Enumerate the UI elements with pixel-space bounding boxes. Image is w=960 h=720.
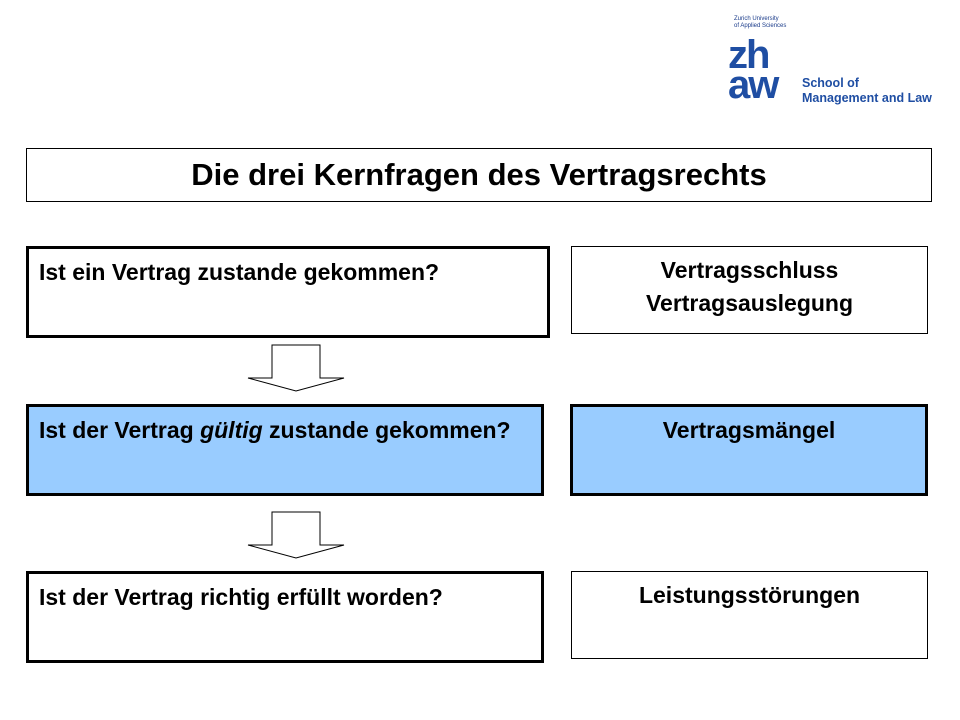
question-1-text: Ist ein Vertrag zustande gekommen? bbox=[39, 259, 440, 285]
question-2-text-start: Ist der Vertrag bbox=[39, 417, 201, 443]
answer-box-3: Leistungsstörungen bbox=[571, 571, 928, 659]
question-3-text: Ist der Vertrag richtig erfüllt worden? bbox=[39, 584, 443, 610]
logo-mark-bottom: aw bbox=[728, 63, 779, 107]
question-box-3: Ist der Vertrag richtig erfüllt worden? bbox=[26, 571, 544, 663]
diagram-title: Die drei Kernfragen des Vertragsrechts bbox=[191, 157, 767, 192]
down-arrow-icon bbox=[247, 511, 345, 559]
logo-mark-top: zh bbox=[728, 33, 770, 77]
logo-university-text: Zurich University of Applied Sciences bbox=[734, 16, 787, 29]
zhaw-logo: Zurich University of Applied Sciences zh… bbox=[726, 16, 938, 116]
question-box-1: Ist ein Vertrag zustande gekommen? bbox=[26, 246, 550, 338]
logo-mark: zh aw bbox=[728, 33, 798, 122]
question-2-text-end: zustande gekommen? bbox=[262, 417, 511, 443]
answer-box-1: Vertragsschluss Vertragsauslegung bbox=[571, 246, 928, 334]
title-box: Die drei Kernfragen des Vertragsrechts bbox=[26, 148, 932, 202]
answer-box-2: Vertragsmängel bbox=[570, 404, 928, 496]
question-2-emphasis: gültig bbox=[200, 417, 263, 443]
question-box-2: Ist der Vertrag gültig zustande gekommen… bbox=[26, 404, 544, 496]
down-arrow-icon bbox=[247, 344, 345, 392]
logo-school-text: School of Management and Law bbox=[802, 76, 932, 105]
